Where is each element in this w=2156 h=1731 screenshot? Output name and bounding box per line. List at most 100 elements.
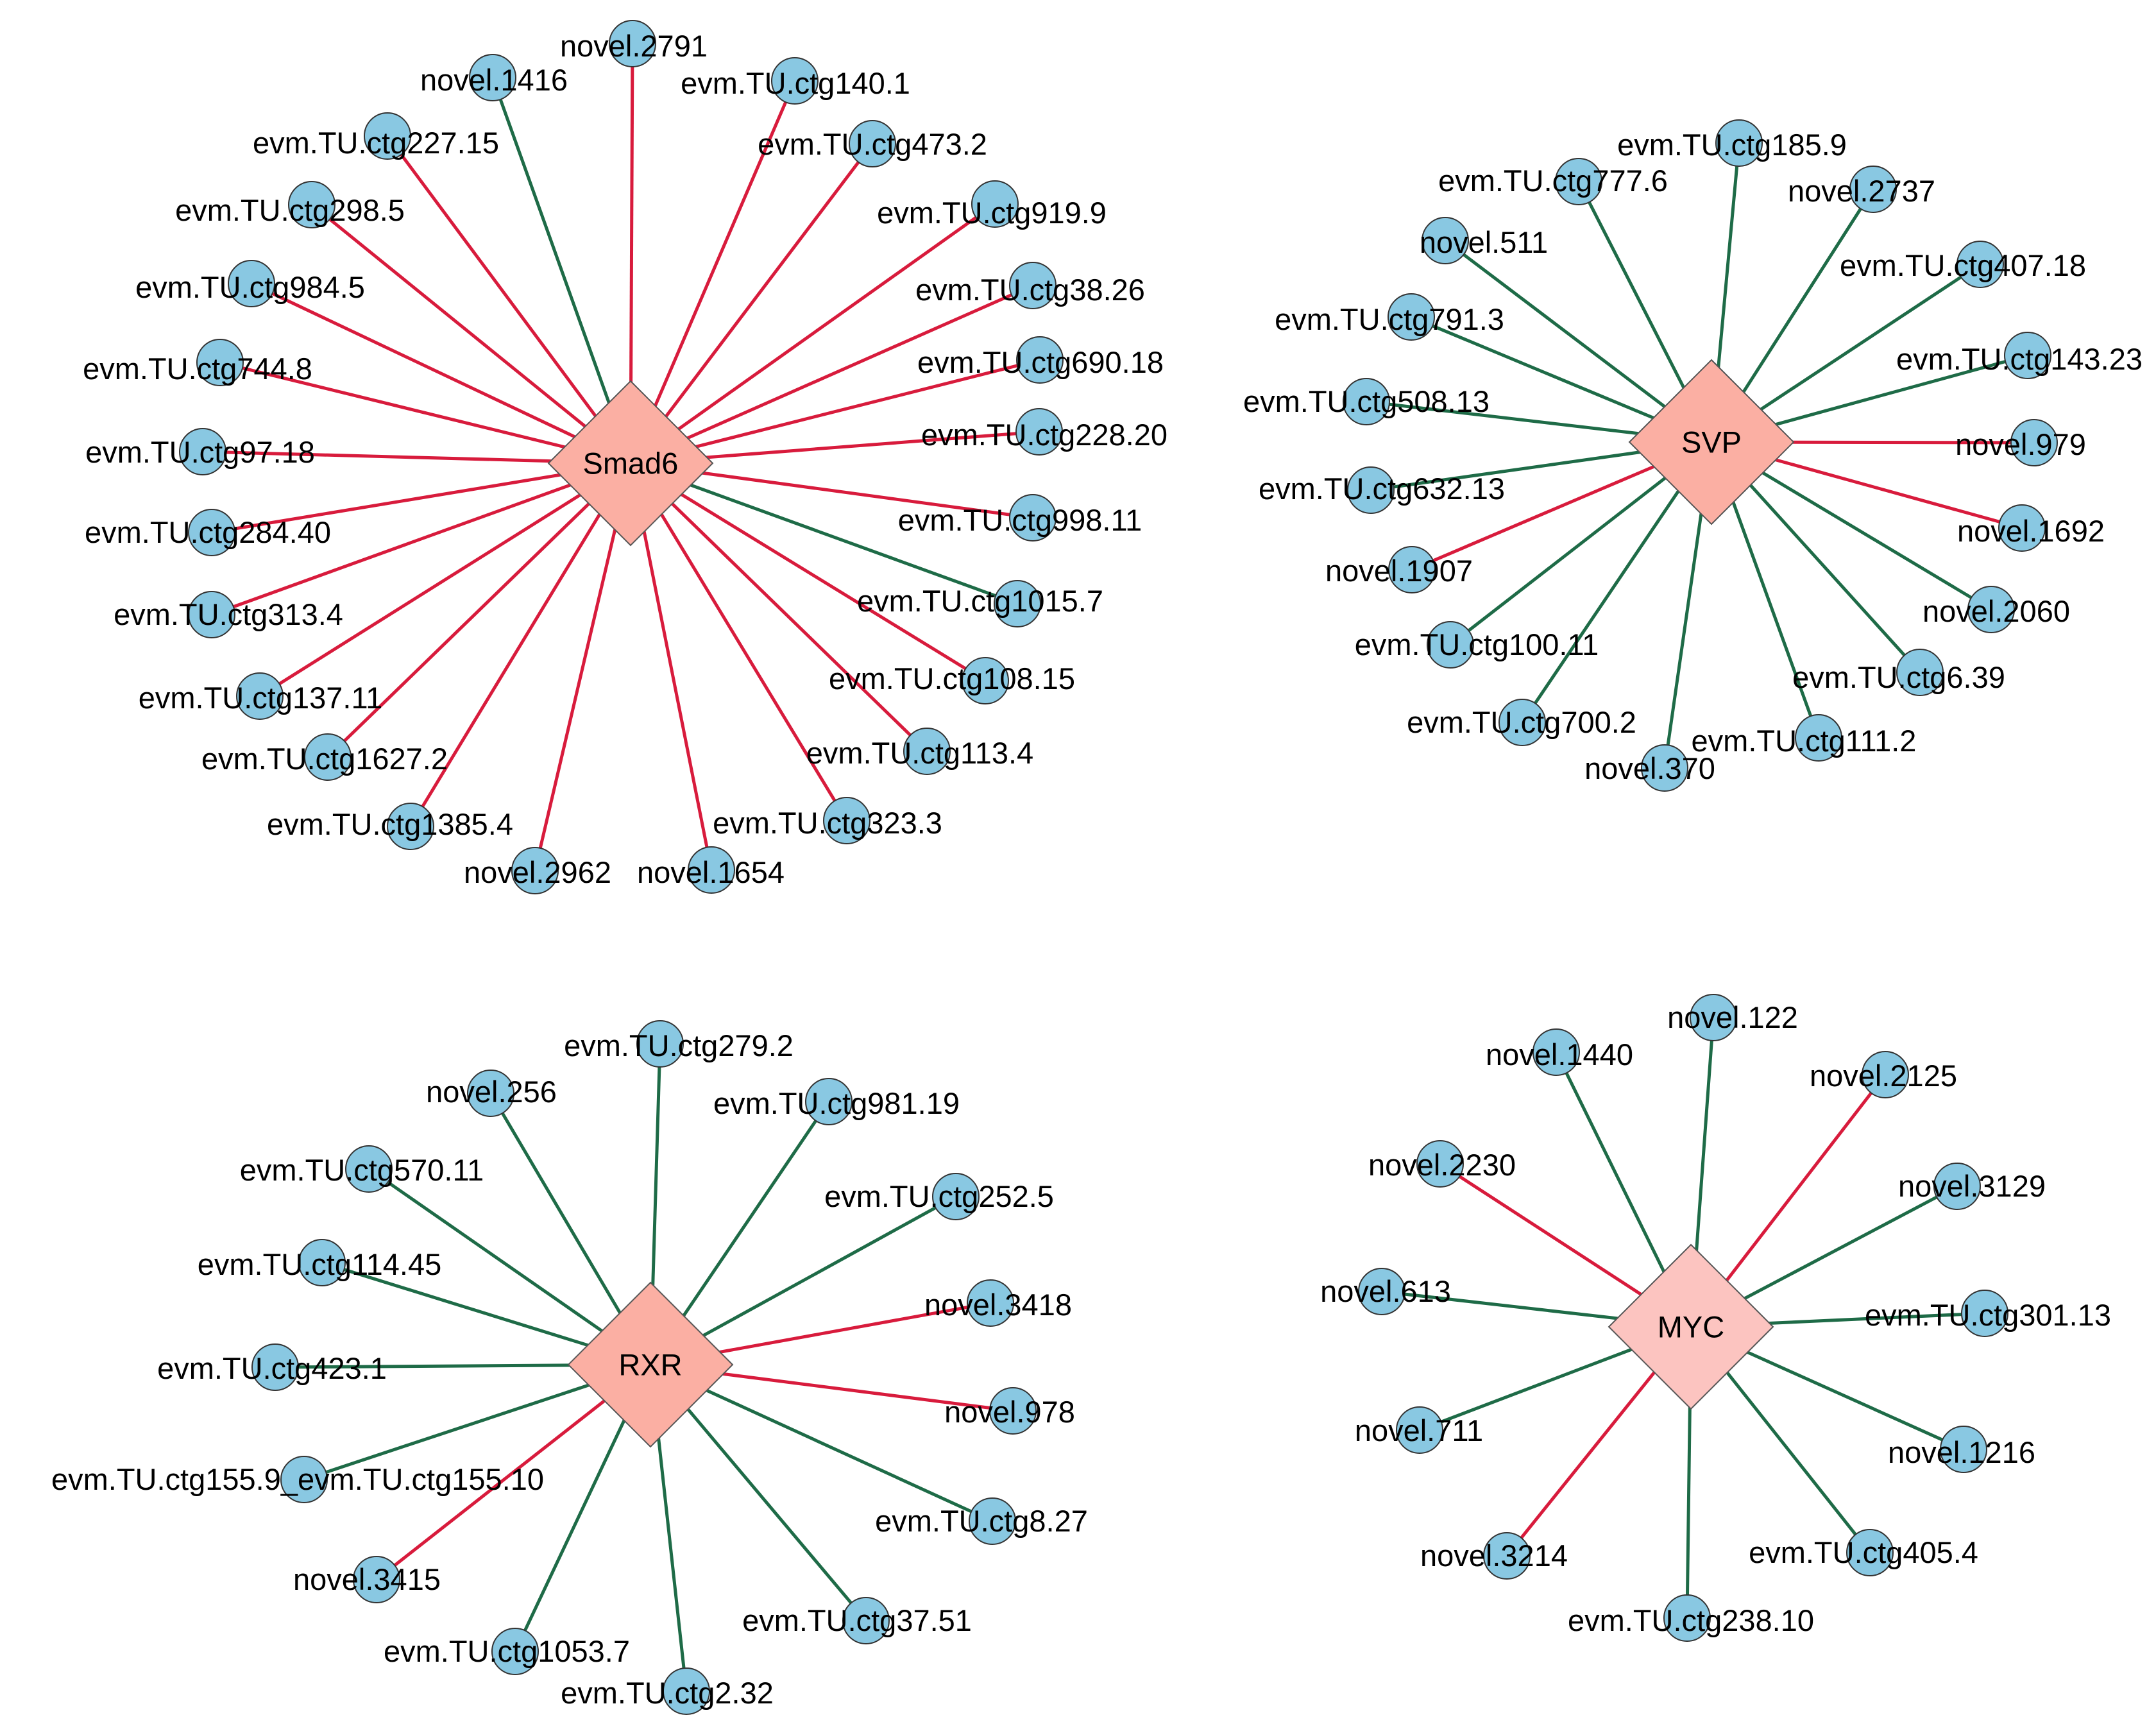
target-label: evm.TU.ctg140.1 — [681, 66, 910, 100]
target-node — [663, 1667, 710, 1715]
target-node — [849, 120, 896, 167]
target-nodes — [1358, 994, 2008, 1642]
target-labels: novel.122novel.2125novel.3129evm.TU.ctg3… — [1320, 1000, 2111, 1637]
target-node — [1641, 744, 1688, 792]
target-node — [1498, 699, 1546, 746]
target-label: novel.3214 — [1420, 1539, 1568, 1573]
target-labels: evm.TU.ctg279.2evm.TU.ctg981.19evm.TU.ct… — [51, 1028, 1088, 1710]
target-label: novel.122 — [1667, 1000, 1798, 1034]
target-label: evm.TU.ctg114.45 — [198, 1247, 442, 1281]
target-labels: evm.TU.ctg185.9novel.2737evm.TU.ctg407.1… — [1243, 128, 2143, 785]
target-label: evm.TU.ctg423.1 — [157, 1351, 387, 1385]
target-label: evm.TU.ctg2.32 — [561, 1676, 774, 1710]
target-node — [1896, 649, 1944, 696]
target-node — [1967, 586, 2015, 633]
target-nodes — [1343, 119, 2058, 792]
target-node — [511, 847, 559, 894]
target-node — [932, 1173, 980, 1220]
target-label: novel.1216 — [1888, 1435, 2035, 1469]
target-node — [196, 339, 244, 386]
target-node — [1427, 621, 1474, 669]
target-label: novel.1440 — [1486, 1037, 1633, 1071]
target-label: evm.TU.ctg508.13 — [1243, 384, 1490, 418]
target-node — [1690, 994, 1737, 1041]
target-label: evm.TU.ctg323.3 — [713, 806, 942, 840]
edges — [202, 43, 1040, 871]
target-node — [179, 428, 226, 475]
target-node — [1998, 504, 2046, 552]
target-label: evm.TU.ctg777.6 — [1438, 164, 1668, 198]
target-node — [188, 591, 235, 638]
edge-up — [310, 203, 632, 465]
target-node — [1795, 714, 1842, 762]
hub-label: MYC — [1658, 1310, 1724, 1344]
target-node — [903, 728, 951, 775]
target-node — [345, 1145, 393, 1193]
edge-up — [629, 142, 874, 465]
target-node — [1422, 217, 1469, 264]
target-node — [236, 672, 284, 720]
edge-up — [629, 462, 928, 753]
target-label: evm.TU.ctg37.51 — [742, 1603, 972, 1637]
target-node — [1388, 546, 1436, 593]
target-labels: novel.2791evm.TU.ctg140.1evm.TU.ctg473.2… — [83, 29, 1167, 889]
target-label: novel.511 — [1420, 225, 1548, 259]
target-node — [805, 1078, 853, 1125]
target-label: evm.TU.ctg97.18 — [85, 435, 315, 469]
target-node — [2010, 419, 2058, 466]
target-label: evm.TU.ctg113.4 — [806, 736, 1033, 770]
target-node — [2004, 332, 2051, 379]
target-node — [1343, 378, 1390, 425]
target-node — [1016, 336, 1064, 384]
target-node — [1555, 158, 1602, 205]
target-node — [1846, 1529, 1894, 1576]
target-node — [969, 1497, 1016, 1545]
edge-up — [629, 202, 996, 465]
edge-up — [409, 462, 632, 828]
target-node — [842, 1597, 890, 1644]
target-node — [1388, 293, 1435, 341]
target-node — [1416, 1140, 1464, 1188]
hub-node — [1628, 359, 1795, 525]
target-label: evm.TU.ctg744.8 — [83, 352, 312, 386]
hub-node — [547, 380, 714, 547]
target-label: novel.2791 — [560, 29, 708, 63]
edge-up — [533, 463, 632, 871]
target-node — [771, 57, 819, 105]
hub-node — [567, 1281, 734, 1448]
target-label: evm.TU.ctg279.2 — [564, 1028, 794, 1062]
network-smad6: Smad6novel.2791evm.TU.ctg140.1evm.TU.ctg… — [83, 20, 1167, 894]
edge-down — [649, 1363, 994, 1523]
target-node — [304, 733, 352, 781]
hub-label: SVP — [1681, 425, 1742, 459]
hub-node — [1608, 1243, 1774, 1410]
target-node — [688, 846, 735, 894]
edge-up — [219, 361, 631, 465]
target-label: evm.TU.ctg998.11 — [898, 503, 1142, 537]
edge-up — [629, 461, 987, 683]
target-node — [1532, 1028, 1580, 1076]
target-label: evm.TU.ctg185.9 — [1617, 128, 1847, 162]
target-label: novel.2060 — [1923, 594, 2070, 628]
target-node — [962, 657, 1009, 704]
edge-up — [250, 282, 632, 465]
target-node — [280, 1456, 328, 1503]
target-label: evm.TU.ctg227.15 — [253, 126, 499, 160]
target-label: evm.TU.ctg100.11 — [1355, 627, 1599, 661]
target-node — [609, 20, 656, 67]
target-label: novel.1692 — [1957, 514, 2105, 548]
target-node — [636, 1020, 684, 1068]
hub-label: RXR — [618, 1348, 682, 1382]
target-label: novel.3415 — [293, 1562, 441, 1596]
target-label: evm.TU.ctg632.13 — [1259, 472, 1505, 506]
target-node — [971, 180, 1019, 228]
target-node — [387, 803, 434, 850]
target-label: novel.978 — [944, 1395, 1075, 1429]
target-label: novel.1907 — [1325, 554, 1473, 588]
target-node — [1015, 408, 1063, 456]
edge-up — [211, 461, 631, 617]
target-node — [1483, 1532, 1531, 1580]
edge-up — [386, 135, 632, 465]
hub-label: Smad6 — [583, 447, 679, 481]
